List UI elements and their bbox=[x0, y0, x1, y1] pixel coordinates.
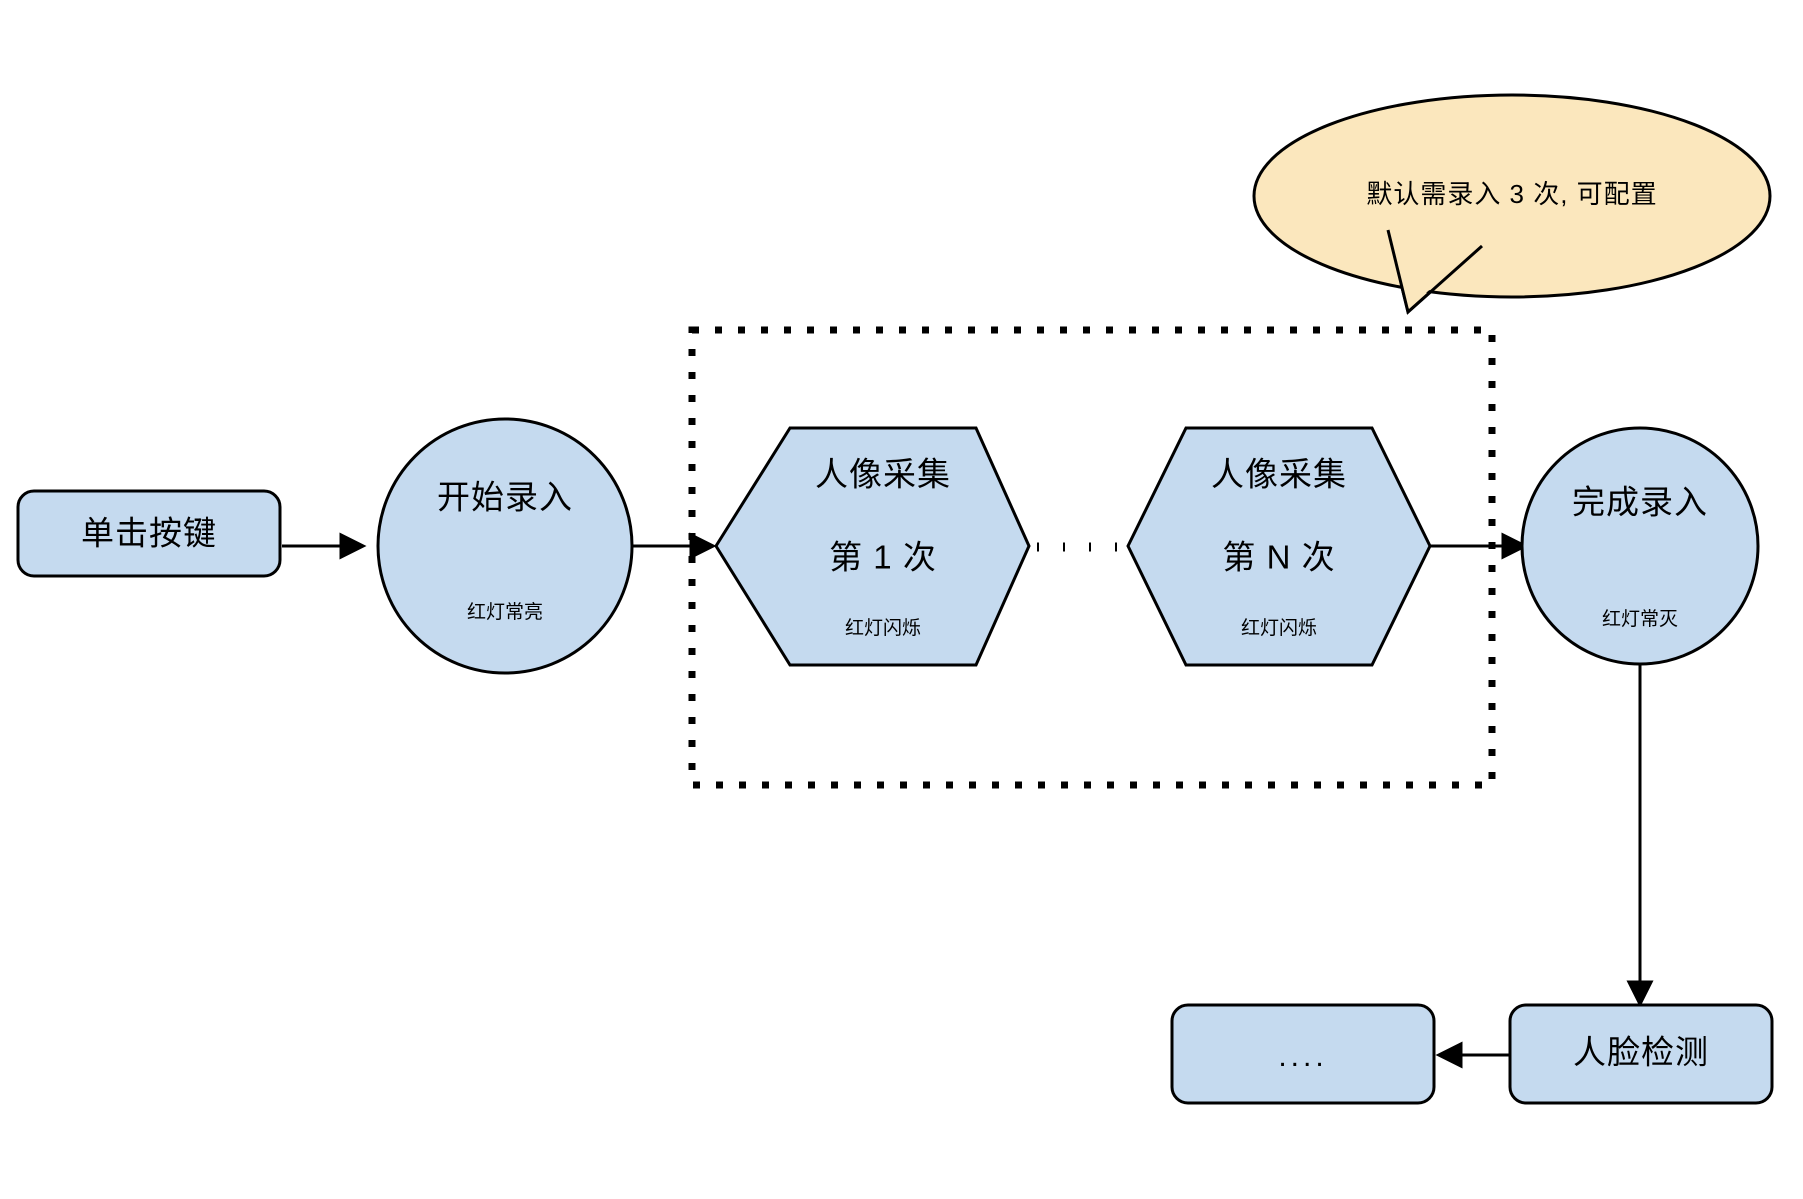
node-finish-enroll-sublabel: 红灯常灭 bbox=[1602, 608, 1678, 630]
node-start-enroll-sublabel: 红灯常亮 bbox=[467, 601, 543, 623]
node-press-key-label: 单击按键 bbox=[81, 515, 217, 552]
callout-bubble-shape bbox=[1252, 93, 1772, 299]
node-start-enroll-label: 开始录入 bbox=[437, 479, 573, 516]
node-capture-nth-sublabel: 红灯闪烁 bbox=[1241, 617, 1317, 639]
callout-tail-overlay bbox=[1389, 232, 1480, 309]
node-start-enroll-shape[interactable] bbox=[376, 417, 634, 675]
node-capture-nth-label: 人像采集 bbox=[1211, 456, 1347, 493]
callout-text: 默认需录入 3 次, 可配置 bbox=[1366, 179, 1657, 209]
node-capture-first-shape[interactable] bbox=[714, 426, 1031, 667]
callout-tail-outline bbox=[1386, 229, 1483, 315]
node-capture-nth-label2: 第 N 次 bbox=[1222, 539, 1335, 576]
node-capture-first-label: 人像采集 bbox=[815, 456, 951, 493]
node-capture-first-sublabel: 红灯闪烁 bbox=[845, 617, 921, 639]
node-finish-enroll-label: 完成录入 bbox=[1572, 484, 1708, 521]
node-capture-first-label2: 第 1 次 bbox=[829, 539, 937, 576]
node-press-key-shape[interactable] bbox=[16, 489, 282, 578]
node-more-steps-label: .... bbox=[1278, 1040, 1327, 1073]
node-more-steps-shape[interactable] bbox=[1170, 1003, 1436, 1105]
node-face-detect-label: 人脸检测 bbox=[1573, 1034, 1709, 1071]
